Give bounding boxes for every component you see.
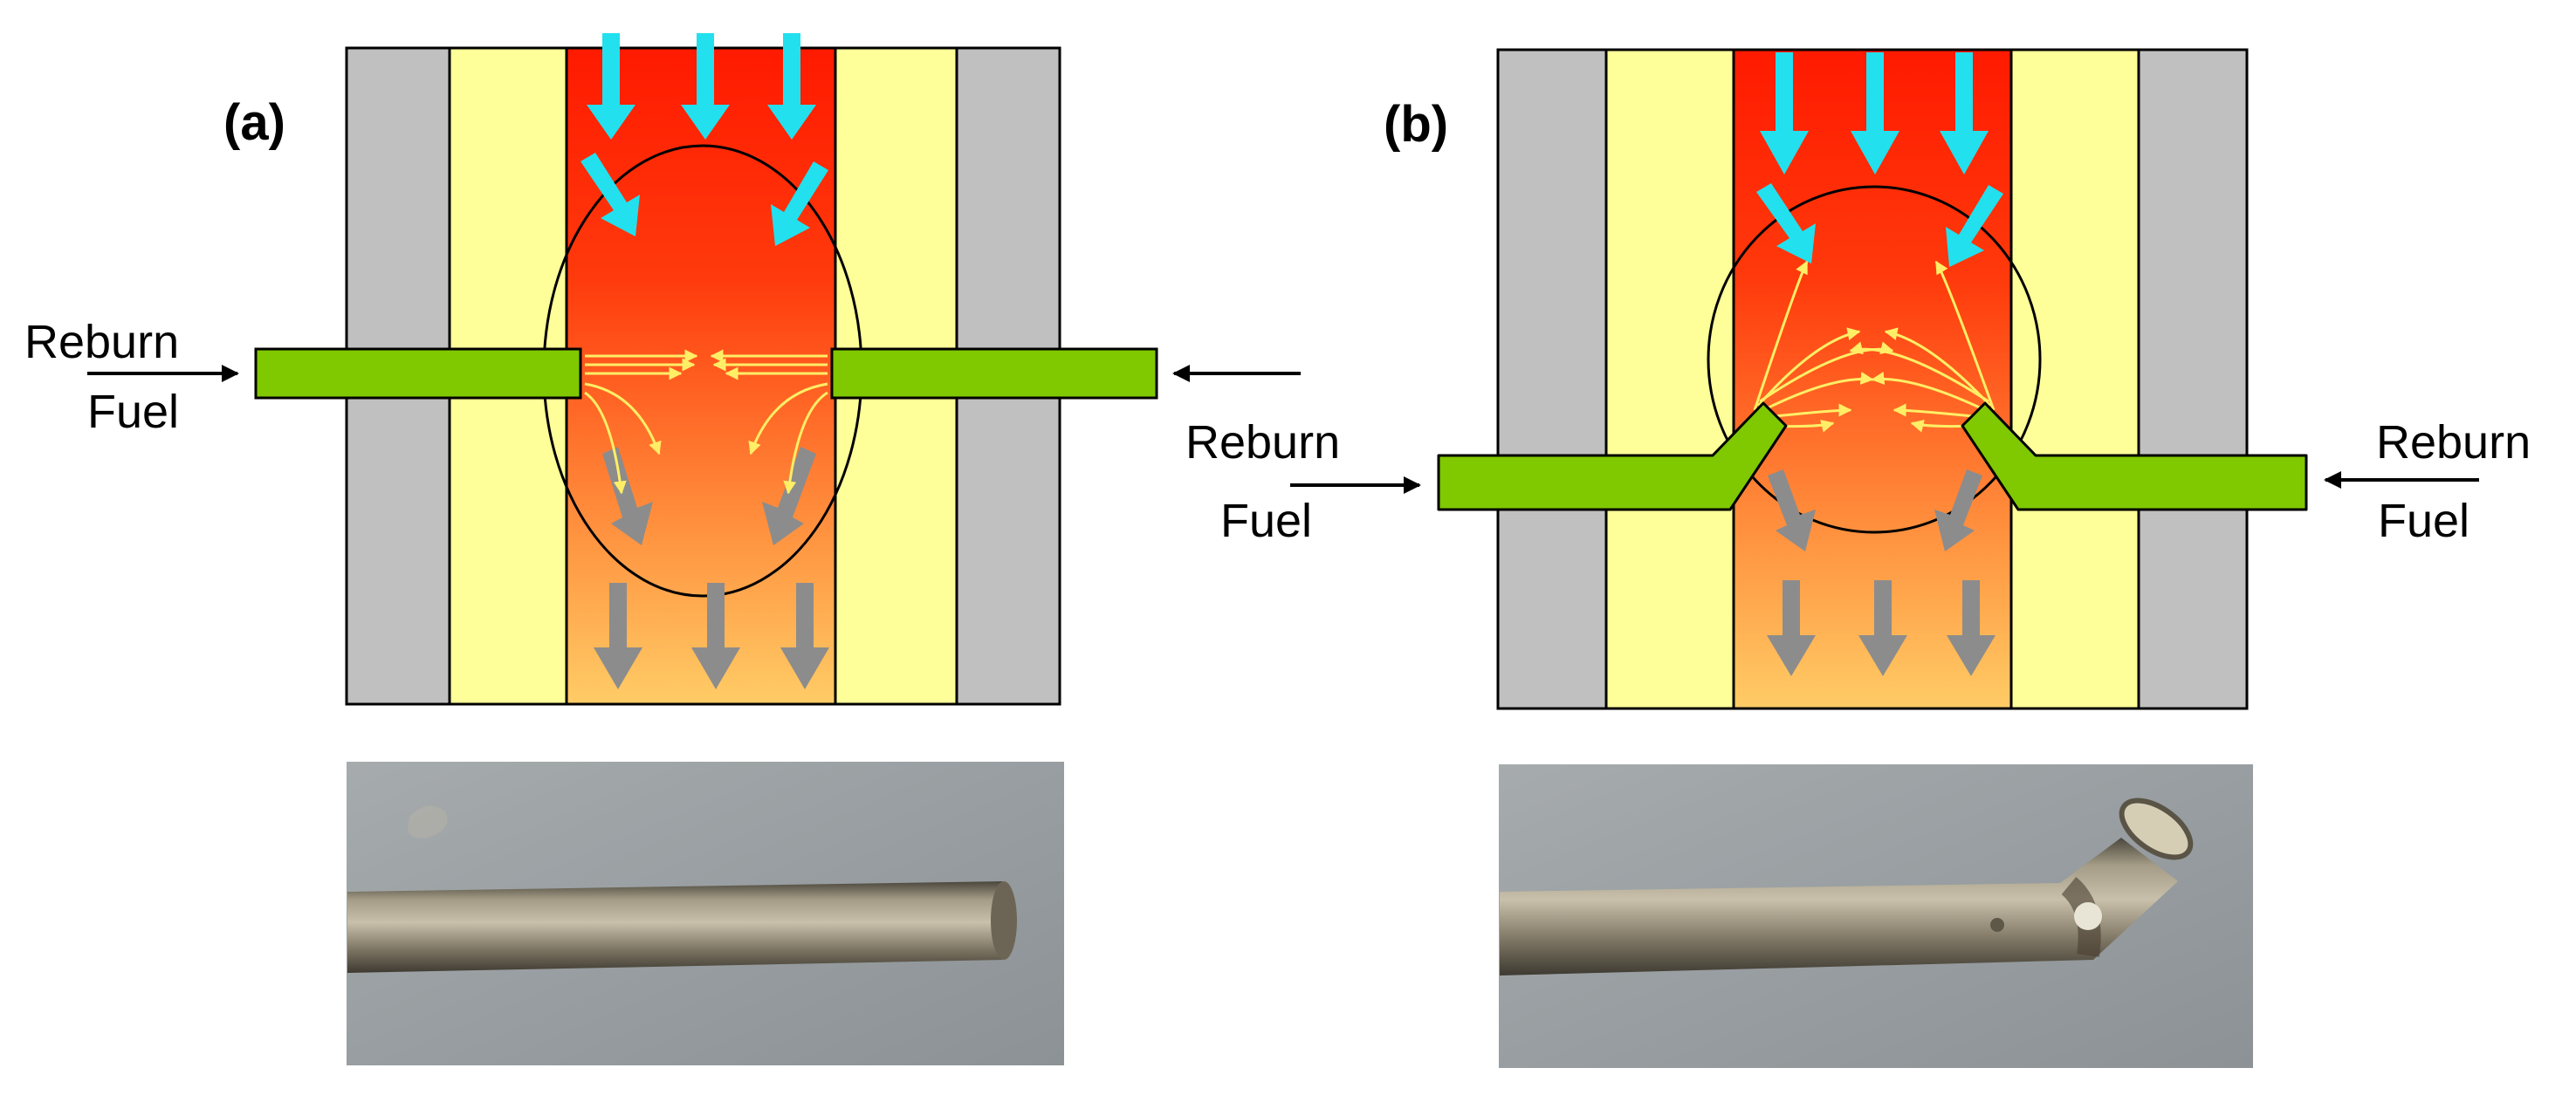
air-arrow-down-icon — [1851, 52, 1899, 175]
right-fuel-label-line2: Fuel — [2378, 495, 2470, 547]
furnace-wall-left — [1496, 48, 1608, 710]
straight-nozzle-photo — [347, 762, 1064, 1065]
bent-reburn-nozzle-left — [1437, 401, 1788, 511]
panel-label-b: (b) — [1384, 96, 1448, 153]
furnace-wall-right — [2137, 48, 2249, 710]
panel-b: (b) Reburn Fuel Reburn Fuel — [1185, 48, 2531, 710]
air-arrow-diagonal-icon — [1756, 183, 1816, 264]
panel-label-a: (a) — [223, 94, 285, 151]
flue-arrow-down-icon — [691, 583, 740, 689]
refractory-right — [2009, 48, 2140, 710]
flue-arrow-down-icon — [1947, 580, 1996, 676]
flue-gas-arrows — [594, 447, 829, 689]
flue-arrow-icon — [1934, 469, 1982, 551]
air-arrow-diagonal-icon — [771, 161, 828, 246]
flue-arrow-down-icon — [1858, 580, 1907, 676]
air-arrow-down-icon — [587, 33, 635, 140]
flue-arrow-down-icon — [780, 583, 829, 689]
left-fuel-label-line1: Reburn — [1185, 416, 1340, 469]
flue-gas-arrows — [1767, 469, 1996, 676]
air-arrow-down-icon — [1940, 52, 1989, 175]
refractory-left — [1604, 48, 1735, 710]
combustion-air-arrows — [580, 33, 828, 246]
flue-arrow-icon — [602, 447, 653, 545]
combustion-air-arrows — [1756, 52, 2003, 267]
right-fuel-label-line1: Reburn — [2376, 416, 2531, 469]
left-fuel-label-line2: Fuel — [1220, 495, 1312, 547]
flue-arrow-icon — [1768, 469, 1816, 551]
air-arrow-down-icon — [1760, 52, 1809, 175]
air-arrow-diagonal-icon — [580, 153, 640, 236]
air-arrow-diagonal-icon — [1946, 185, 2003, 267]
left-fuel-label-line1: Reburn — [24, 316, 179, 368]
panel-a: (a) Reburn Fuel — [24, 33, 1301, 706]
bent-reburn-nozzle-right — [1961, 401, 2308, 511]
reburn-nozzle-right — [830, 347, 1158, 400]
flue-arrow-icon — [762, 447, 816, 545]
reburn-nozzle-left — [254, 347, 582, 400]
flue-arrow-down-icon — [1767, 580, 1816, 676]
flue-arrow-down-icon — [594, 583, 642, 689]
bent-nozzle-photo — [1499, 764, 2253, 1068]
reburn-fuel-jets — [584, 349, 828, 495]
air-arrow-down-icon — [681, 33, 730, 140]
mixing-zone-outline — [1707, 185, 2042, 534]
left-fuel-label-line2: Fuel — [87, 386, 179, 438]
air-arrow-down-icon — [767, 33, 816, 140]
